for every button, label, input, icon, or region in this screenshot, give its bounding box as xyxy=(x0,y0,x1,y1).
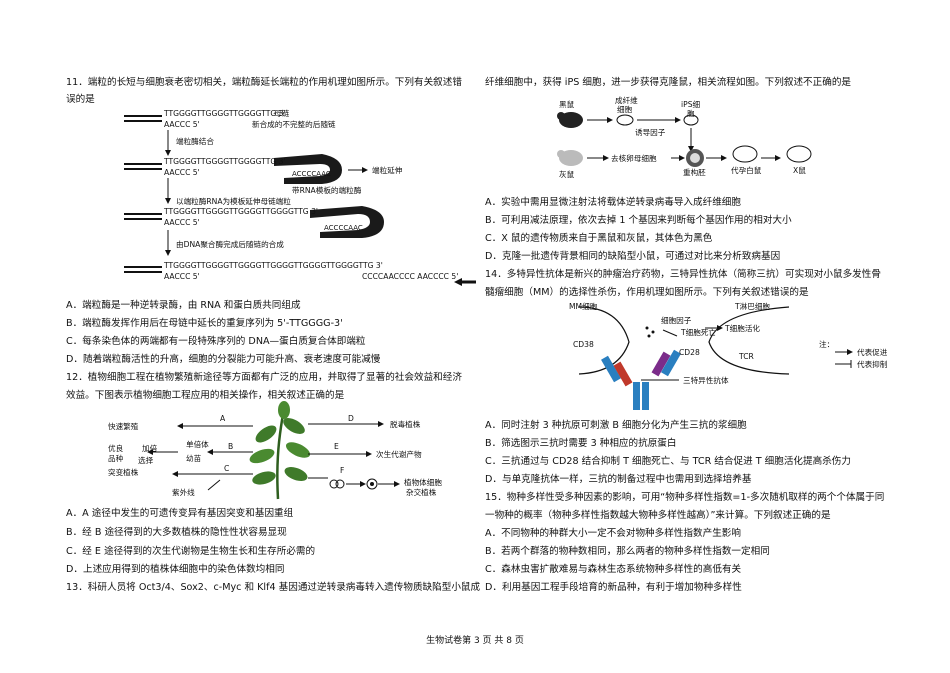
legend-note: 注： xyxy=(819,340,835,349)
label-incomplete-lagging: 新合成的不完整的后随链 xyxy=(252,120,336,129)
label-fast-propagation: 快速繁殖 xyxy=(108,422,139,431)
q12-option-d: D．上述应用得到的植株体细胞中的染色体数均相同 xyxy=(66,564,285,575)
label-hybrid-1: 植物体细胞 xyxy=(404,478,442,487)
q13-stem-line1: 13．科研人员将 Oct3/4、Sox2、c-Myc 和 Klf4 基因通过逆转… xyxy=(66,582,481,593)
plant-cell-engineering-diagram: 快速繁殖 A 单倍体 B 优良 品种 加倍 选择 幼苗 突变植株 C 紫外线 D… xyxy=(108,401,448,504)
q12-option-a: A．A 途径中发生的可遗传变异有基因突变和基因重组 xyxy=(66,508,294,519)
q14-option-b: B．筛选图示三抗时需要 3 种相应的抗原蛋白 xyxy=(485,438,677,449)
q12-option-c: C．经 E 途径得到的次生代谢物是生物生长和生存所必需的 xyxy=(66,546,316,557)
label-enucleated-oocyte: 去核卵母细胞 xyxy=(611,154,657,163)
route-e: E xyxy=(334,442,339,451)
label-black-mouse: 黑鼠 xyxy=(559,100,575,109)
q11-stem-line1: 11．端粒的长短与细胞衰老密切相关，端粒酶延长端粒的作用机理如图所示。下列有关叙… xyxy=(66,77,462,88)
q15-option-c: C．森林虫害扩散难易与森林生态系统物种多样性的高低有关 xyxy=(485,564,742,575)
q14-option-c: C．三抗通过与 CD28 结合抑制 T 细胞死亡、与 TCR 结合促进 T 细胞… xyxy=(485,456,851,467)
seq-top-4: TTGGGGTTGGGGTTGGGGTTGGGGTTGGGGTTGGGGTTG … xyxy=(164,261,383,270)
step-enzyme-binding: 端粒酶结合 xyxy=(176,137,214,146)
label-tcr: TCR xyxy=(739,352,754,361)
seq-top-3: TTGGGGTTGGGGTTGGGGTTGGGGTTG 3' xyxy=(164,207,319,216)
label-cytokine: 细胞因子 xyxy=(661,316,692,325)
q11-option-a: A．端粒酶是一种逆转录酶，由 RNA 和蛋白质共同组成 xyxy=(66,300,301,311)
label-surrogate-mouse: 代孕白鼠 xyxy=(731,166,762,175)
label-mm-cell: MM细胞 xyxy=(569,302,598,311)
label-fine-1: 优良 xyxy=(108,444,124,453)
clone-mouse-diagram: 黑鼠 成纤维 细胞 iPS细 胞 诱导因子 去核卵母细胞 重构胚 代孕白鼠 X鼠… xyxy=(555,96,845,179)
label-t-lymphocyte: T淋巴细胞 xyxy=(735,302,771,311)
enzyme-rna-seq-2: ACCCCAAC xyxy=(324,224,363,232)
legend-inhibit: 代表抑制 xyxy=(857,360,888,369)
label-ips-1: iPS细 xyxy=(681,100,701,109)
label-ips-2: 胞 xyxy=(687,109,695,118)
q11-option-d: D．随着端粒酶活性的升高，细胞的分裂能力可能升高、衰老速度可能减慢 xyxy=(66,354,381,365)
step-extend-mother: 以端粒酶RNA为模板延伸母链端粒 xyxy=(176,197,291,206)
label-reconstructed-embryo: 重构胚 xyxy=(683,168,706,177)
clone-diagram-art xyxy=(557,112,812,167)
trispecific-antibody-diagram: MM细胞 T淋巴细胞 细胞因子 T细胞活化 T细胞死亡 CD38 CD28 TC… xyxy=(569,302,887,414)
seq-bottom-2: AACCC 5' xyxy=(164,168,200,177)
plant-diagram-art xyxy=(147,401,400,500)
step-dna-polymerase: 由DNA聚合酶完成后随链的合成 xyxy=(176,240,284,249)
antibody-diagram-art xyxy=(578,306,853,410)
label-double: 加倍 xyxy=(142,444,158,453)
label-induction-factor: 诱导因子 xyxy=(635,128,666,137)
label-telomere-extend: 端粒延伸 xyxy=(372,166,403,175)
route-d: D xyxy=(348,414,354,423)
page-footer: 生物试卷第 3 页 共 8 页 xyxy=(426,636,524,646)
label-fibroblast-2: 细胞 xyxy=(617,105,633,114)
q13-stem-line2: 纤维细胞中，获得 iPS 细胞，进一步获得克隆鼠，相关流程如图。下列叙述不正确的… xyxy=(485,77,852,88)
q12-stem-line2: 效益。下图表示植物细胞工程应用的相关操作，相关叙述正确的是 xyxy=(66,390,345,401)
label-select: 选择 xyxy=(138,456,154,465)
q14-stem-line2: 髓瘤细胞（MM）的选择性杀伤，作用机理如图所示。下列有关叙述错误的是 xyxy=(485,287,809,298)
label-x-mouse: X鼠 xyxy=(793,166,806,175)
label-gray-mouse: 灰鼠 xyxy=(559,170,575,179)
seq-bottom-1: AACCC 5' xyxy=(164,120,200,129)
label-hybrid-2: 杂交植株 xyxy=(406,488,437,497)
label-t-death: T细胞死亡 xyxy=(681,328,717,337)
label-mother-strand: 母链 xyxy=(274,109,290,118)
q15-stem-line2: 一物种的概率（物种多样性指数越大物种多样性越高）”来计算。下列叙述正确的是 xyxy=(485,510,831,521)
label-fine-2: 品种 xyxy=(108,454,124,463)
label-uv: 紫外线 xyxy=(172,488,195,497)
label-seedling: 幼苗 xyxy=(186,454,202,463)
seq-top-1: TTGGGGTTGGGGTTGGGGTTG 3' xyxy=(164,109,286,118)
q14-option-a: A．同时注射 3 种抗原可刺激 B 细胞分化为产生三抗的浆细胞 xyxy=(485,420,747,431)
q14-option-d: D．与单克隆抗体一样，三抗的制备过程中也需用到选择培养基 xyxy=(485,474,752,485)
label-mutant-plant: 突变植株 xyxy=(108,468,139,477)
route-c: C xyxy=(224,464,230,473)
q15-option-d: D．利用基因工程手段培育的新品种，有利于增加物种多样性 xyxy=(485,582,742,593)
q13-option-b: B．可利用减法原理，依次去掉 1 个基因来判断每个基因作用的相对大小 xyxy=(485,215,792,226)
label-trispecific-antibody: 三特异性抗体 xyxy=(683,376,729,385)
label-t-activation: T细胞活化 xyxy=(725,324,761,333)
seq-lagging-complete: CCCCAACCCC AACCCC 5' xyxy=(362,272,459,281)
q14-stem-line1: 14．多特异性抗体是新兴的肿瘤治疗药物，三特异性抗体（简称三抗）可实现对小鼠多发… xyxy=(485,269,881,280)
route-f: F xyxy=(340,466,345,475)
label-cd38: CD38 xyxy=(573,340,594,349)
q11-option-b: B．端粒酶发挥作用后在母链中延长的重复序列为 5'-TTGGGG-3' xyxy=(66,318,343,329)
q12-stem-line1: 12．植物细胞工程在植物繁殖新途径等方面都有广泛的应用，并取得了显著的社会效益和… xyxy=(66,372,462,383)
q15-option-b: B．若两个群落的物种数相同，那么两者的物种多样性指数一定相同 xyxy=(485,546,770,557)
telomere-diagram: TTGGGGTTGGGGTTGGGGTTG 3' 母链 AACCC 5' 新合成… xyxy=(124,106,484,296)
route-b: B xyxy=(228,442,234,451)
label-rna-template-enzyme: 带RNA模板的端粒酶 xyxy=(292,186,362,195)
q15-stem-line1: 15．物种多样性受多种因素的影响，可用“物种多样性指数=1-多次随机取样的两个个… xyxy=(485,492,885,503)
legend-promote: 代表促进 xyxy=(857,348,888,357)
label-cd28: CD28 xyxy=(679,348,700,357)
q13-option-a: A．实验中需用显微注射法将载体逆转录病毒导入成纤维细胞 xyxy=(485,197,741,208)
q11-stem-line2: 误的是 xyxy=(66,94,95,105)
q13-option-c: C．X 鼠的遗传物质来自于黑鼠和灰鼠，其体色为黑色 xyxy=(485,233,713,244)
seq-top-2: TTGGGGTTGGGGTTGGGGTTG 3' xyxy=(164,157,286,166)
seq-bottom-3: AACCC 5' xyxy=(164,218,200,227)
label-secondary-metabolite: 次生代谢产物 xyxy=(376,450,422,459)
route-a: A xyxy=(220,414,226,423)
telomere-lines xyxy=(124,115,476,286)
q13-option-d: D．克隆一批遗传背景相同的缺陷型小鼠，可通过对比来分析致病基因 xyxy=(485,251,781,262)
q11-option-c: C．每条染色体的两端都有一段特殊序列的 DNA—蛋白质复合体即端粒 xyxy=(66,336,366,347)
seq-bottom-4: AACCC 5' xyxy=(164,272,200,281)
label-fibroblast-1: 成纤维 xyxy=(615,96,638,105)
label-haploid: 单倍体 xyxy=(186,440,209,449)
enzyme-rna-seq-1: ACCCCAAC xyxy=(292,170,331,178)
label-virus-free: 脱毒植株 xyxy=(390,420,421,429)
q12-option-b: B．经 B 途径得到的大多数植株的隐性性状容易显现 xyxy=(66,527,287,538)
q15-option-a: A．不同物种的种群大小一定不会对物种多样性指数产生影响 xyxy=(485,528,741,539)
